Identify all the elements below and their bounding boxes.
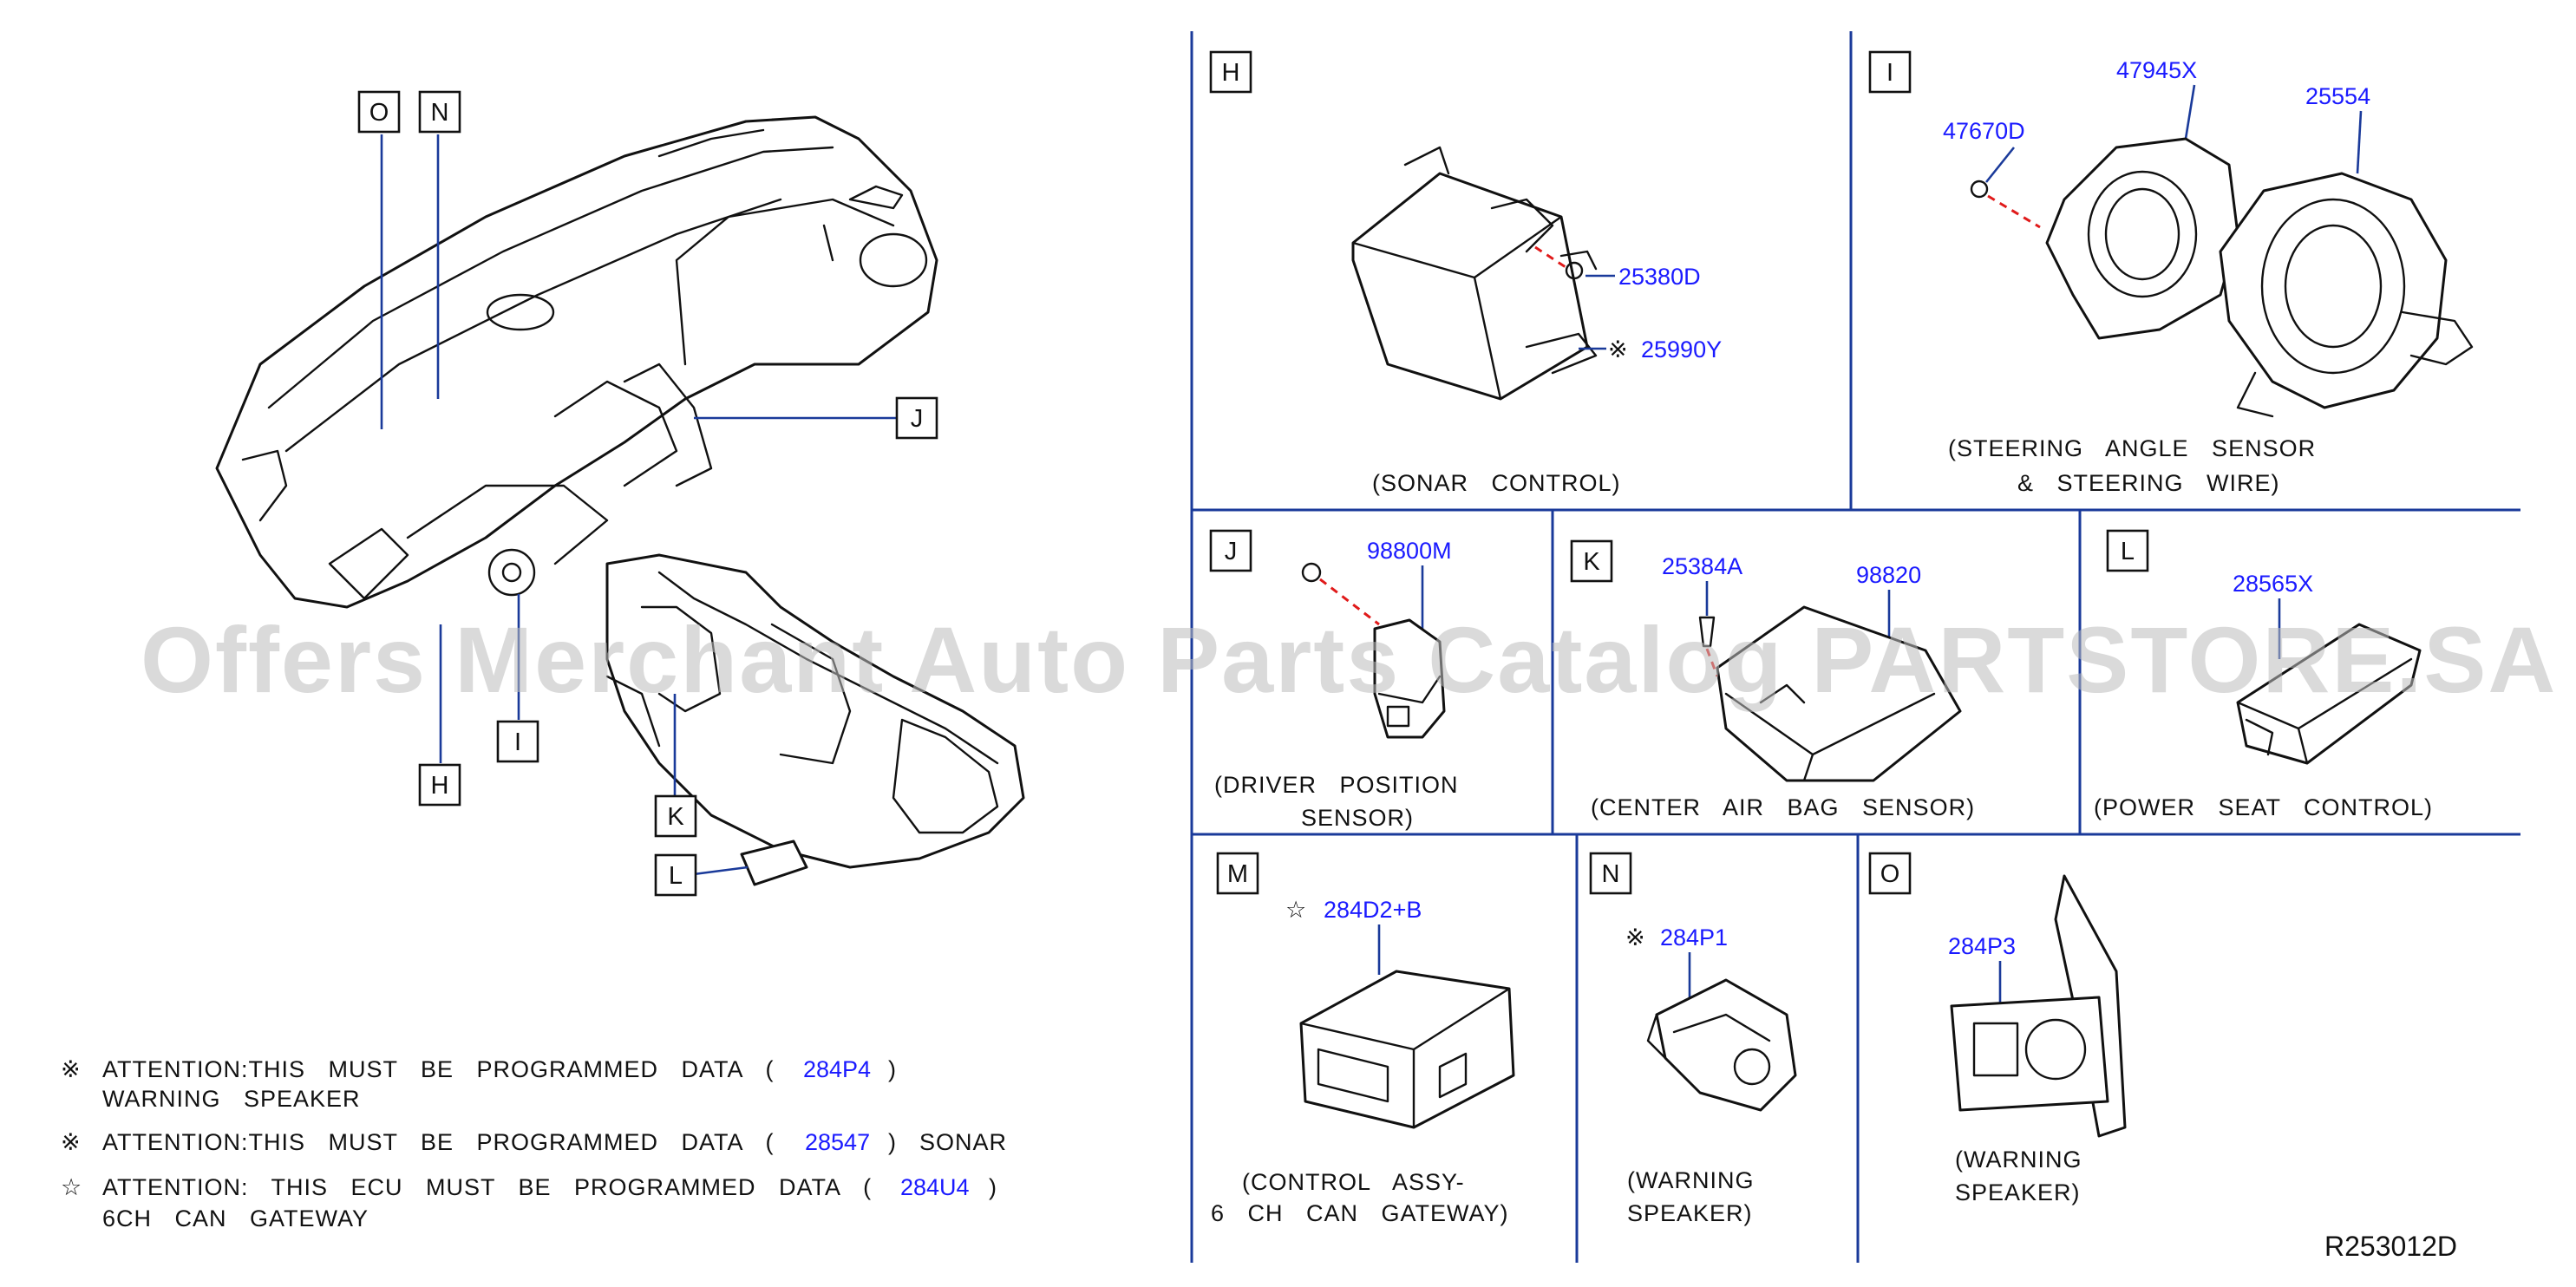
note-3-line2: 6CH CAN GATEWAY (102, 1205, 369, 1231)
panel-h-tag (1209, 50, 1252, 94)
overview-callout-k (654, 794, 697, 838)
panel-k-letter: K (1583, 548, 1600, 576)
overview-callout-o-label: O (369, 99, 389, 127)
part-25384a: 25384A (1662, 553, 1742, 579)
note-2-symbol: ※ (61, 1129, 82, 1155)
can-gateway-control-assy (1299, 970, 1515, 1129)
panel-j-caption-line1: (DRIVER POSITION (1214, 772, 1459, 798)
overview-callout-n (418, 90, 461, 134)
panel-j-letter: J (1225, 538, 1238, 565)
drawing-number: R253012D (2324, 1231, 2457, 1262)
part-284p1: 284P1 (1660, 924, 1728, 951)
panel-i-letter: I (1886, 59, 1893, 87)
driver-position-sensor (1373, 618, 1446, 739)
panel-n-letter: N (1602, 860, 1620, 888)
sonar-control-unit (1351, 172, 1589, 401)
note-3-symbol: ☆ (61, 1174, 82, 1200)
warning-speaker-o (1950, 996, 2109, 1112)
panel-l-tag (2106, 529, 2149, 572)
part-25380d: 25380D (1618, 264, 1701, 290)
panel-j-caption-line2: SENSOR) (1301, 805, 1414, 831)
panel-m: M ☆ 284D2+B (CONTROL ASSY- 6 CH CAN GATE… (1211, 852, 1515, 1226)
part-47945x: 47945X (2116, 57, 2197, 83)
note-1-part: 284P4 (803, 1056, 871, 1082)
part-284p3: 284P3 (1948, 933, 2016, 959)
overview-callouts: O N J I H K L (357, 90, 938, 897)
panel-grid (1190, 31, 2520, 1263)
part-25990y: 25990Y (1641, 336, 1722, 363)
panel-o-letter: O (1880, 860, 1900, 888)
panel-i: I 47945X 25554 47670D (STEERING ANGLE SE… (1868, 50, 2474, 496)
panel-n-caption-line1: (WARNING (1627, 1167, 1754, 1193)
panel-o: O 284P3 (WARNING SPEAKER) (1868, 852, 2127, 1205)
panel-j-tag (1209, 529, 1252, 572)
note-2-suffix: SONAR (919, 1129, 1007, 1155)
panel-l: L 28565X (POWER SEAT CONTROL) (2094, 529, 2433, 820)
panel-j: J 98800M (DRIVER POSITION SENSOR) (1209, 529, 1459, 831)
panel-h-reference-mark: ※ (1608, 336, 1629, 363)
panel-o-caption-line2: SPEAKER) (1955, 1179, 2081, 1205)
overview-callout-n-label: N (431, 99, 449, 127)
panel-m-star: ☆ (1285, 897, 1307, 923)
panel-n: N ※ 284P1 (WARNING SPEAKER) (1589, 852, 1797, 1226)
note-1-symbol: ※ (61, 1056, 82, 1082)
panel-m-letter: M (1227, 860, 1248, 888)
overview-callout-i (496, 720, 539, 763)
steering-angle-sensor (2045, 137, 2239, 340)
instrument-panel-overview (215, 115, 1025, 886)
overview-callout-k-label: K (667, 803, 684, 831)
panel-h-caption: (SONAR CONTROL) (1372, 470, 1621, 496)
note-3-part: 284U4 (900, 1174, 970, 1200)
note-1-text: ATTENTION:THIS MUST BE PROGRAMMED DATA ( (102, 1056, 775, 1082)
overview-callout-j (895, 396, 938, 440)
part-284d2-b: 284D2+B (1324, 897, 1422, 923)
panel-m-caption-line2: 6 CH CAN GATEWAY) (1211, 1200, 1509, 1226)
screw-47670d (1970, 180, 1989, 199)
overview-callout-i-label: I (514, 728, 521, 756)
note-2-close: ) (888, 1129, 897, 1155)
panel-m-tag (1216, 852, 1259, 895)
panel-i-caption-line2: & STEERING WIRE) (2017, 470, 2280, 496)
part-98800m: 98800M (1367, 538, 1452, 564)
panel-o-tag (1868, 852, 1912, 895)
panel-l-caption: (POWER SEAT CONTROL) (2094, 794, 2433, 820)
overview-callout-h (418, 763, 461, 807)
attention-notes: ※ ATTENTION:THIS MUST BE PROGRAMMED DATA… (61, 1056, 1007, 1231)
panel-n-tag (1589, 852, 1632, 895)
part-28565x: 28565X (2233, 571, 2313, 597)
panel-m-caption-line1: (CONTROL ASSY- (1242, 1169, 1465, 1195)
overview-callout-l-label: L (669, 862, 683, 890)
overview-callout-o (357, 90, 401, 134)
note-2-text: ATTENTION:THIS MUST BE PROGRAMMED DATA ( (102, 1129, 775, 1155)
panel-o-caption-line1: (WARNING (1955, 1147, 2082, 1173)
panel-h-letter: H (1222, 59, 1240, 87)
watermark: Offers Merchant Auto Parts Catalog PARTS… (141, 607, 2557, 712)
part-25554: 25554 (2305, 83, 2370, 109)
panel-i-caption-line1: (STEERING ANGLE SENSOR (1948, 435, 2316, 461)
screw-98800m (1301, 562, 1322, 583)
panel-k-caption: (CENTER AIR BAG SENSOR) (1591, 794, 1975, 820)
overview-callout-l (654, 853, 697, 897)
note-2-part: 28547 (805, 1129, 870, 1155)
panel-k-tag (1570, 539, 1613, 583)
panel-k: K 25384A 98820 (CENTER AIR BAG SENSOR) (1570, 539, 1975, 820)
note-3-text: ATTENTION: THIS ECU MUST BE PROGRAMMED D… (102, 1174, 872, 1200)
note-3-close: ) (989, 1174, 997, 1200)
center-air-bag-sensor (1716, 605, 1962, 782)
panel-h: H 25380D ※ 25990Y (SONAR CONTROL) (1209, 50, 1722, 496)
panel-l-letter: L (2121, 538, 2135, 565)
part-47670d: 47670D (1943, 118, 2025, 144)
power-seat-control-unit (2236, 623, 2422, 765)
panel-n-reference-mark: ※ (1625, 924, 1646, 951)
panel-i-tag (1868, 50, 1912, 94)
note-1-close: ) (888, 1056, 897, 1082)
part-98820: 98820 (1856, 562, 1921, 588)
screw-25380d (1565, 261, 1584, 280)
overview-callout-h-label: H (431, 772, 449, 800)
warning-speaker-n (1655, 978, 1797, 1112)
note-1-line2: WARNING SPEAKER (102, 1086, 361, 1112)
panel-n-caption-line2: SPEAKER) (1627, 1200, 1753, 1226)
overview-callout-j-label: J (911, 405, 924, 433)
